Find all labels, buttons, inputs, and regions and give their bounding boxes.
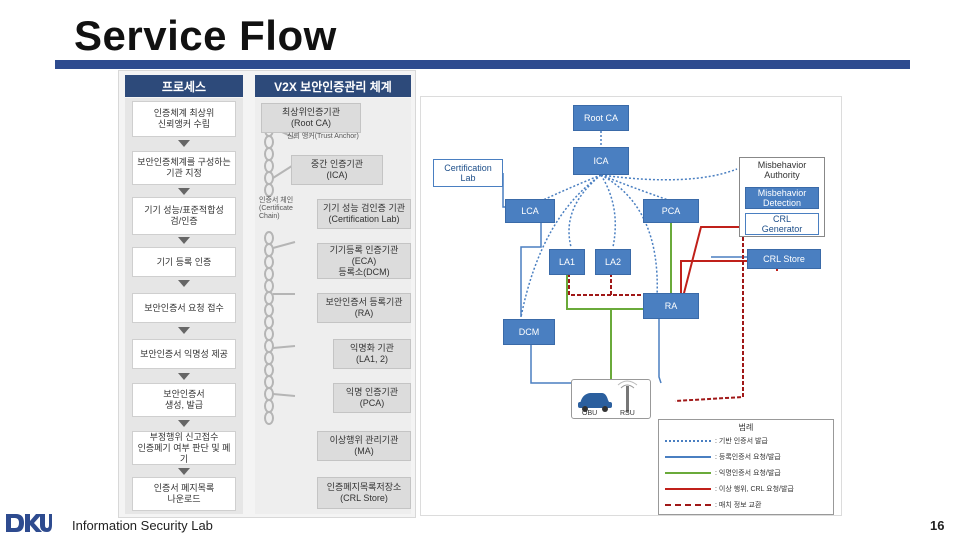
down-arrow-icon <box>178 280 190 287</box>
misbehavior-authority-label: Misbehavior Authority <box>757 160 807 180</box>
footer-lab-name: Information Security Lab <box>72 518 213 533</box>
legend-swatch <box>665 488 711 490</box>
down-arrow-icon <box>178 373 190 380</box>
down-arrow-icon <box>178 420 190 427</box>
process-header: 프로세스 <box>125 75 243 97</box>
ra-node: RA <box>643 293 699 319</box>
certificate-chain-note: 인증서 체인 (Certificate Chain) <box>259 197 294 220</box>
down-arrow-icon <box>178 327 190 334</box>
down-arrow-icon <box>178 237 190 244</box>
trust-anchor-note: 신뢰 앵커(Trust Anchor) <box>287 133 359 140</box>
system-header: V2X 보안인증관리 체계 <box>255 75 411 97</box>
legend-item: : 등록인증서 요청/발급 <box>665 452 781 462</box>
rsu-label: RSU <box>620 410 635 417</box>
dku-logo <box>6 514 52 532</box>
process-step: 보안인증서 익명성 제공 <box>132 339 236 369</box>
legend-swatch <box>665 440 711 442</box>
ra-box: 보안인증서 등록기관 (RA) <box>317 293 411 323</box>
legend-item: : 익명인증서 요청/발급 <box>665 468 781 478</box>
down-arrow-icon <box>178 140 190 147</box>
legend-text: : 익명인증서 요청/발급 <box>715 470 781 477</box>
certificate-chain-graphic <box>264 123 296 425</box>
legend-item: : 이상 행위, CRL 요청/발급 <box>665 484 794 494</box>
legend-title: 범례 <box>738 423 754 432</box>
eca-dcm-box: 기기등록 인증기관 (ECA) 등록소(DCM) <box>317 243 411 279</box>
crl-store-node: CRL Store <box>747 249 821 269</box>
pca-node: PCA <box>643 199 699 223</box>
legend-text: : 매치 정보 교환 <box>715 502 762 509</box>
legend-text: : 이상 행위, CRL 요청/발급 <box>715 486 794 493</box>
slide-title: Service Flow <box>74 12 337 59</box>
legend-item: : 기반 인증서 발급 <box>665 436 768 446</box>
ma-box: 이상행위 관리기관 (MA) <box>317 431 411 461</box>
legend-swatch <box>665 472 711 474</box>
misbehavior-detection-node: Misbehavior Detection <box>745 187 819 209</box>
process-step: 인증서 폐지목록 나운로드 <box>132 477 236 511</box>
legend-text: : 기반 인증서 발급 <box>715 438 768 445</box>
legend-swatch <box>665 456 711 458</box>
legend-item: : 매치 정보 교환 <box>665 500 761 510</box>
la-box: 익명화 기관 (LA1, 2) <box>333 339 411 369</box>
architecture-diagram: Root CA ICA Certification Lab LCA PCA LA… <box>420 96 842 516</box>
legend-swatch <box>665 504 711 506</box>
crl-generator-node: CRL Generator <box>745 213 819 235</box>
certification-lab-node: Certification Lab <box>433 159 503 187</box>
dcm-node: DCM <box>503 319 555 345</box>
process-step: 보안인증서 생성, 발급 <box>132 383 236 417</box>
vehicle-devices-group: OBU RSU <box>571 379 651 419</box>
ica-node: ICA <box>573 147 629 175</box>
title-underline <box>55 60 910 69</box>
obu-label: OBU <box>582 410 598 417</box>
la1-node: LA1 <box>549 249 585 275</box>
crl-store-box: 인증폐지목록저장소 (CRL Store) <box>317 477 411 509</box>
legend-text: : 등록인증서 요청/발급 <box>715 454 781 461</box>
process-step: 기기 성능/표준적합성 검/인증 <box>132 197 236 235</box>
process-step: 보안인증체계를 구성하는 기관 지정 <box>132 151 236 185</box>
certification-lab-box: 기기 성능 검인증 기관 (Certification Lab) <box>317 199 411 229</box>
ica-box: 중간 인증기관 (ICA) <box>291 155 383 185</box>
process-step: 보안인증서 요청 접수 <box>132 293 236 323</box>
la2-node: LA2 <box>595 249 631 275</box>
legend: 범례 : 기반 인증서 발급 : 등록인증서 요청/발급 : 익명인증서 요청/… <box>658 419 834 515</box>
root-ca-node: Root CA <box>573 105 629 131</box>
down-arrow-icon <box>178 188 190 195</box>
down-arrow-icon <box>178 468 190 475</box>
process-panel: 프로세스 V2X 보안인증관리 체계 인증체계 최상위 신뢰앵커 수립 보안인증… <box>118 70 416 518</box>
pca-box: 익명 인증기관 (PCA) <box>333 383 411 413</box>
process-step: 기기 등록 인증 <box>132 247 236 277</box>
lca-node: LCA <box>505 199 555 223</box>
process-step: 부정행위 신고접수 인증폐기 여부 판단 및 폐기 <box>132 431 236 465</box>
root-ca-box: 최상위인증기관 (Root CA) <box>261 103 361 133</box>
process-step: 인증체계 최상위 신뢰앵커 수립 <box>132 101 236 137</box>
car-icon <box>578 380 638 412</box>
page-number: 16 <box>930 518 945 533</box>
